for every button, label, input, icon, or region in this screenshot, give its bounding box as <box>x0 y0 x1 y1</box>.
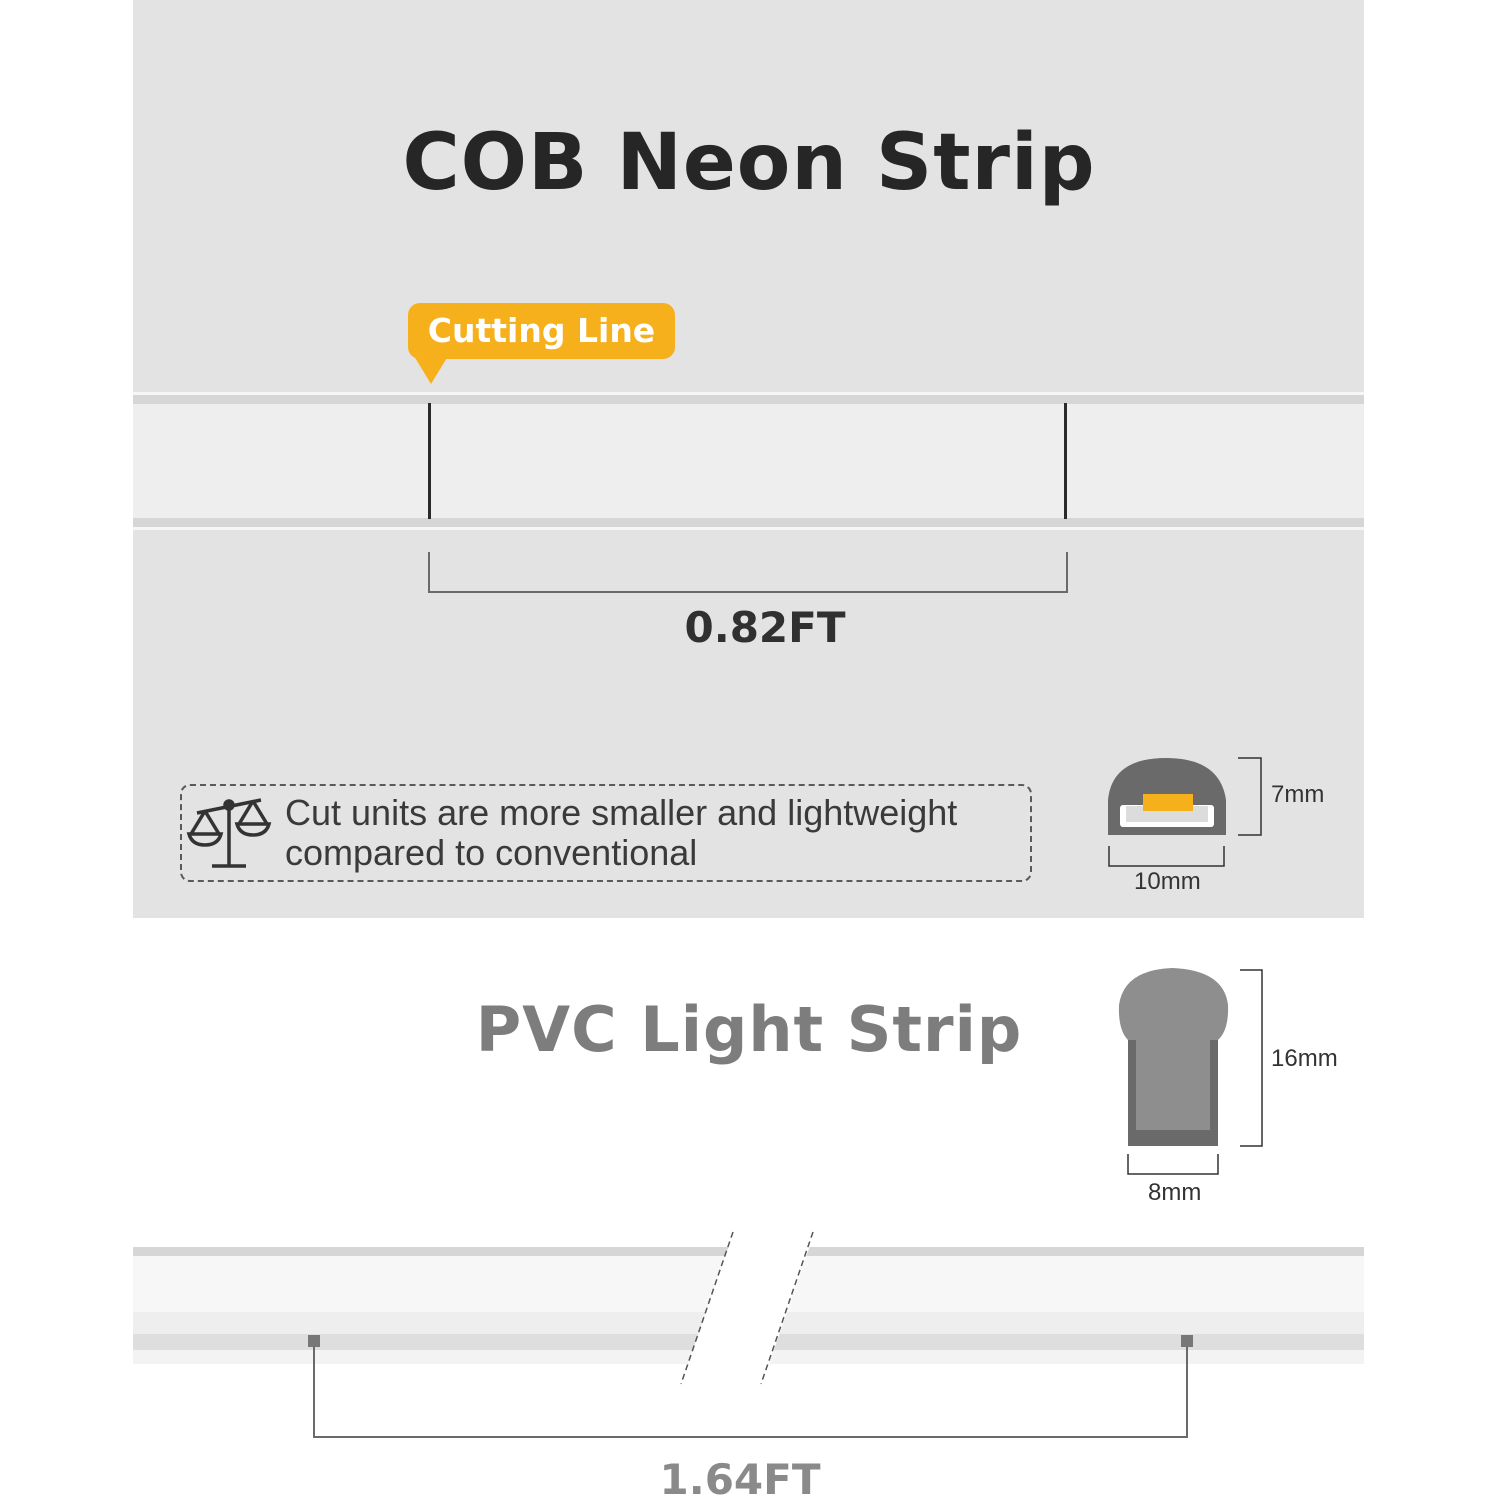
cob-segment-length: 0.82FT <box>684 603 846 652</box>
cutting-line-badge: Cutting Line <box>408 303 675 359</box>
cob-strip <box>133 392 1364 530</box>
note-box <box>180 784 1032 882</box>
pvc-width-bracket <box>1127 1154 1219 1175</box>
cob-width-label: 10mm <box>1134 868 1201 895</box>
cutting-line-pointer <box>414 356 448 384</box>
cob-length-bracket <box>428 552 1068 593</box>
note-text: Cut units are more smaller and lightweig… <box>285 792 958 873</box>
cut-mark-left <box>428 403 431 519</box>
pvc-title: PVC Light Strip <box>475 993 1023 1066</box>
cob-title: COB Neon Strip <box>402 118 1096 208</box>
cob-height-bracket <box>1238 757 1262 836</box>
cob-width-bracket <box>1108 846 1225 867</box>
balance-scale-icon <box>186 798 272 868</box>
pvc-strip-graphic <box>133 1231 1364 1390</box>
cob-height-label: 7mm <box>1271 781 1325 808</box>
pvc-width-label: 8mm <box>1148 1179 1202 1206</box>
pvc-height-label: 16mm <box>1271 1045 1338 1072</box>
pvc-profile-icon <box>1118 968 1229 1146</box>
cut-mark-right <box>1064 403 1067 519</box>
pvc-height-bracket <box>1240 969 1263 1147</box>
pvc-length-bracket <box>313 1347 1188 1438</box>
pvc-segment-length: 1.64FT <box>659 1455 821 1504</box>
cob-profile-icon <box>1108 758 1226 835</box>
